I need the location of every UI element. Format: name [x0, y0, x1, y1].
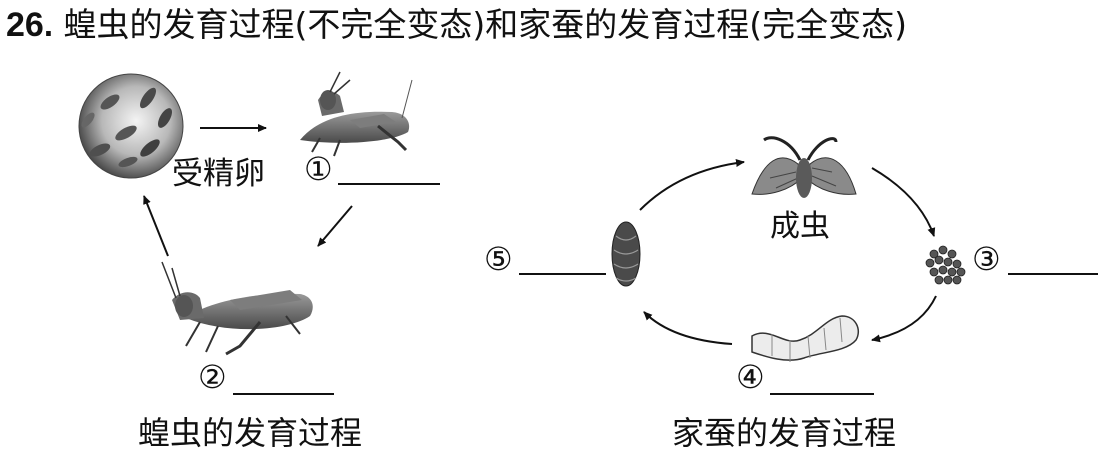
silkworm-pupa-image [611, 221, 641, 287]
adult-label: 成虫 [770, 209, 830, 244]
blank-2-marker: ② [198, 358, 227, 396]
question-title: 26. 蝗虫的发育过程(不完全变态)和家蚕的发育过程(完全变态) [6, 2, 907, 48]
nymph-locust-image [161, 261, 313, 356]
locust-caption: 蝗虫的发育过程 [138, 414, 362, 452]
arrow-adult-to-nymph [317, 205, 353, 247]
silkworm-larva-image [751, 315, 860, 362]
blank-1-marker: ① [304, 150, 333, 188]
arrow-egg-to-larva [871, 295, 937, 343]
blank-5-marker: ⑤ [484, 240, 513, 278]
silkworm-cycle: 成虫 ③ ④ ⑤ 家蚕的发育过程 [484, 136, 1098, 452]
question-text: 蝗虫的发育过程(不完全变态)和家蚕的发育过程(完全变态) [63, 5, 908, 44]
blank-4-marker: ④ [736, 358, 765, 396]
silkworm-caption: 家蚕的发育过程 [672, 414, 896, 452]
silkworm-eggs-image [925, 245, 966, 285]
arrow-pupa-to-adult [639, 159, 745, 211]
arrow-nymph-to-egg [143, 195, 169, 257]
question-number: 26 [6, 6, 44, 44]
question-number-dot: . [43, 6, 53, 43]
adult-moth-image [751, 136, 857, 198]
arrow-larva-to-pupa [643, 311, 733, 345]
fertilized-egg-label: 受精卵 [172, 156, 265, 192]
adult-locust-image [300, 71, 413, 157]
locust-cycle: 受精卵 ① ② 蝗虫的发育过程 [78, 71, 440, 452]
fertilized-egg-image [78, 73, 184, 179]
blank-3-marker: ③ [972, 240, 1001, 278]
arrow-adult-to-egg [871, 167, 936, 237]
